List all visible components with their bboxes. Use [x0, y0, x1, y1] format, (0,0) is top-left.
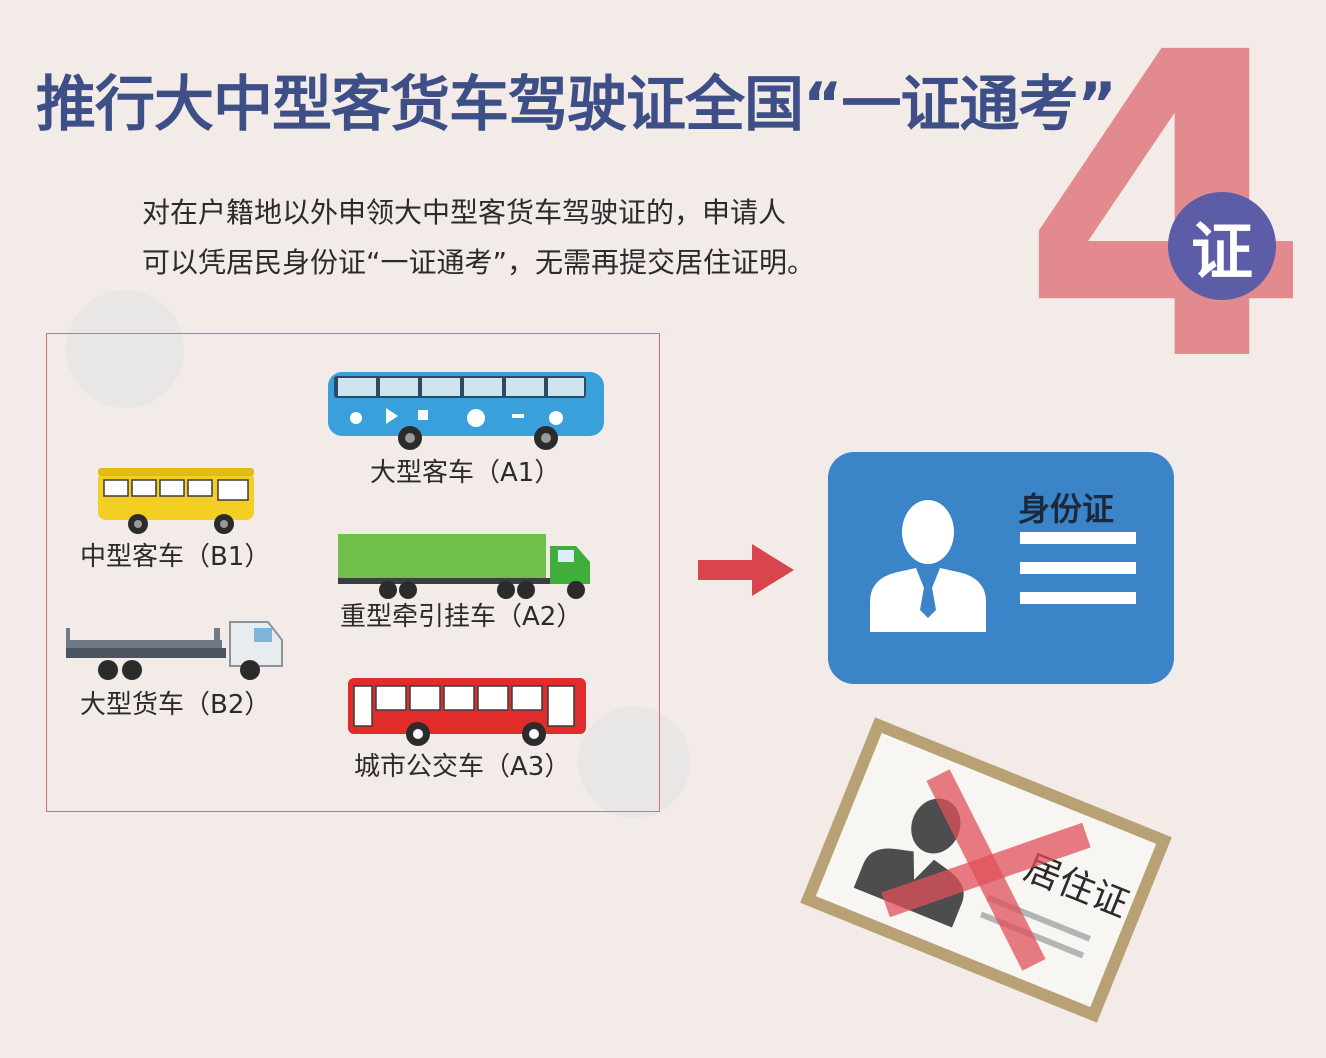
subtitle-line-2: 可以凭居民身份证“一证通考”，无需再提交居住证明。	[142, 246, 816, 279]
subtitle: 对在户籍地以外申领大中型客货车驾驶证的，申请人 可以凭居民身份证“一证通考”，无…	[142, 188, 1042, 288]
vehicle-label-b2: 大型货车（B2）	[80, 690, 271, 720]
background-seal-left	[66, 290, 184, 408]
person-silhouette-icon	[870, 500, 986, 632]
right-arrow-icon	[698, 544, 794, 596]
vehicle-categories-box	[46, 333, 660, 812]
page-title: 推行大中型客货车驾驶证全国“一证通考”	[36, 70, 1117, 140]
vehicle-label-b1: 中型客车（B1）	[80, 542, 271, 572]
vehicle-label-a3: 城市公交车（A3）	[354, 752, 571, 782]
residence-permit-card: 居住证	[800, 717, 1172, 1023]
id-card: 身份证	[828, 452, 1174, 684]
certificate-badge: 证	[1168, 192, 1276, 300]
tractor-trailer-icon	[338, 534, 590, 599]
large-truck-icon	[66, 621, 283, 680]
id-card-line-3	[1020, 592, 1136, 604]
city-bus-icon	[348, 678, 586, 746]
vehicle-label-a1: 大型客车（A1）	[370, 458, 561, 488]
id-card-title: 身份证	[1018, 490, 1115, 528]
medium-bus-icon	[98, 468, 254, 534]
id-card-line-2	[1020, 562, 1136, 574]
id-card-line-1	[1020, 532, 1136, 544]
big-number-four: 4	[1020, 0, 1313, 454]
vehicle-label-a2: 重型牵引挂车（A2）	[340, 602, 583, 632]
cross-icon	[881, 769, 1091, 971]
background-seal-bottom	[578, 706, 690, 818]
subtitle-line-1: 对在户籍地以外申领大中型客货车驾驶证的，申请人	[142, 196, 787, 229]
large-coach-bus-icon	[328, 372, 604, 450]
